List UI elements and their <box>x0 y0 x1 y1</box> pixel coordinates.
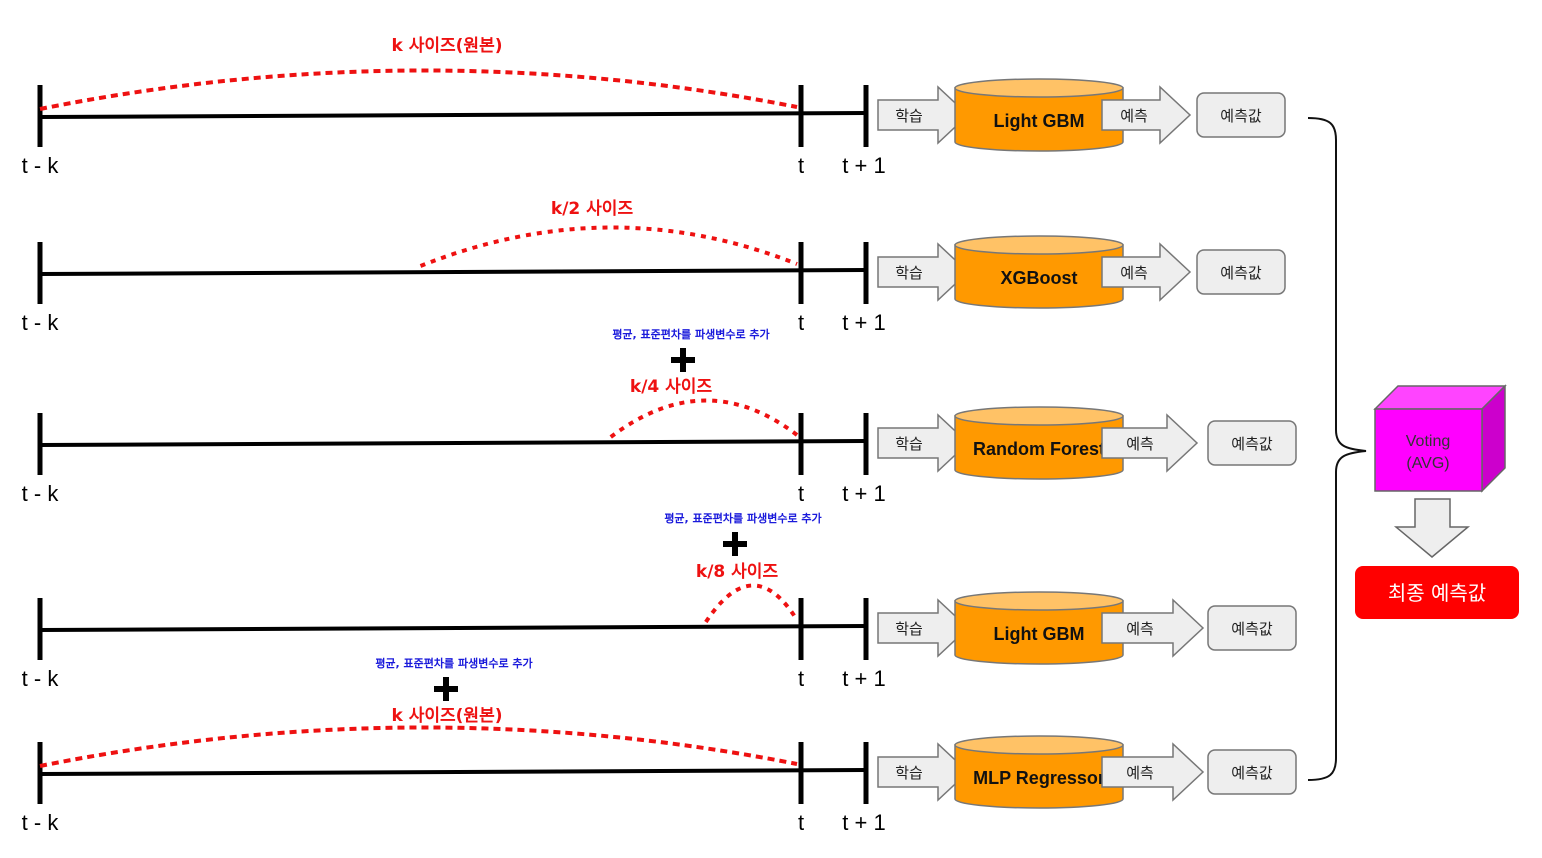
model-name: Light GBM <box>994 624 1085 644</box>
train-label: 학습 <box>895 107 923 125</box>
window-arc <box>704 583 799 624</box>
predict-arrow-icon <box>1101 598 1205 658</box>
axis-label-next: t + 1 <box>842 810 885 835</box>
window-size-label: k/4 사이즈 <box>630 377 713 397</box>
axis-label-start: t - k <box>22 666 60 691</box>
train-arrow-icon <box>877 598 970 658</box>
train-label: 학습 <box>895 264 923 282</box>
down-arrow-icon <box>1393 498 1471 558</box>
pipeline-row: t - k t t + 1 k 사이즈(원본) 평균, 표준편차를 파생변수로 추가학습… <box>22 656 1297 835</box>
axis-label-next: t + 1 <box>842 153 885 178</box>
model-name: Random Forest <box>973 439 1105 459</box>
predict-arrow-icon <box>1101 85 1192 145</box>
axis-label-start: t - k <box>22 153 60 178</box>
pipeline-row: t - k t t + 1 k 사이즈(원본) 학습 Light GBM 예측 예측값 <box>22 36 1286 178</box>
axis-label-next: t + 1 <box>842 481 885 506</box>
voting-label-line1: Voting <box>1406 433 1450 450</box>
window-arc <box>609 398 799 439</box>
prediction-result-label: 예측값 <box>1231 764 1273 782</box>
window-arc <box>39 68 798 111</box>
voting-label-line2: (AVG) <box>1406 455 1449 472</box>
timeline-axis <box>39 268 867 276</box>
train-label: 학습 <box>895 620 923 638</box>
axis-label-current: t <box>798 666 804 691</box>
axis-label-next: t + 1 <box>842 666 885 691</box>
model-cylinder-body <box>954 87 1124 152</box>
train-arrow-icon <box>877 85 970 145</box>
predict-arrow-icon <box>1101 742 1205 802</box>
derived-feature-note: 평균, 표준편차를 파생변수로 추가 <box>612 327 769 341</box>
prediction-result-box <box>1207 749 1297 795</box>
window-arc <box>39 725 798 768</box>
window-size-label: k/8 사이즈 <box>696 562 779 582</box>
axis-label-next: t + 1 <box>842 310 885 335</box>
train-arrow-icon <box>877 413 970 473</box>
predict-label: 예측 <box>1126 764 1154 782</box>
voting-cube: Voting (AVG) <box>1373 384 1507 493</box>
model-name: Light GBM <box>994 111 1085 131</box>
timeline-axis <box>39 768 867 776</box>
model-cylinder-body <box>954 244 1124 309</box>
prediction-result-box <box>1207 605 1297 651</box>
derived-feature-note: 평균, 표준편차를 파생변수로 추가 <box>375 656 532 670</box>
prediction-result-box <box>1196 92 1286 138</box>
predict-label: 예측 <box>1120 264 1148 282</box>
model-cylinder-top <box>954 406 1124 426</box>
window-size-label: k/2 사이즈 <box>551 199 634 219</box>
curly-brace <box>1307 117 1367 781</box>
voting-cube-front <box>1374 408 1483 492</box>
model-cylinder-body <box>954 600 1124 665</box>
timeline-axis <box>39 624 867 632</box>
prediction-result-label: 예측값 <box>1231 435 1273 453</box>
prediction-result-label: 예측값 <box>1220 107 1262 125</box>
timeline-axis <box>39 439 867 447</box>
derived-feature-note: 평균, 표준편차를 파생변수로 추가 <box>664 511 821 525</box>
predict-label: 예측 <box>1126 435 1154 453</box>
final-result-box: 최종 예측값 <box>1355 566 1519 619</box>
axis-label-start: t - k <box>22 310 60 335</box>
model-cylinder-top <box>954 78 1124 98</box>
prediction-result-label: 예측값 <box>1231 620 1273 638</box>
timeline-axis <box>39 111 867 119</box>
train-label: 학습 <box>895 764 923 782</box>
train-arrow-icon <box>877 242 970 302</box>
window-size-label: k 사이즈(원본) <box>392 36 503 56</box>
plus-icon <box>434 677 458 701</box>
axis-label-current: t <box>798 153 804 178</box>
window-size-label: k 사이즈(원본) <box>392 706 503 726</box>
model-name: MLP Regressor <box>973 768 1105 788</box>
axis-label-start: t - k <box>22 481 60 506</box>
model-cylinder-top <box>954 591 1124 611</box>
final-result-label: 최종 예측값 <box>1388 581 1486 605</box>
predict-label: 예측 <box>1126 620 1154 638</box>
prediction-result-label: 예측값 <box>1220 264 1262 282</box>
prediction-result-box <box>1207 420 1297 466</box>
axis-label-start: t - k <box>22 810 60 835</box>
axis-label-current: t <box>798 481 804 506</box>
axis-label-current: t <box>798 310 804 335</box>
model-cylinder-top <box>954 235 1124 255</box>
predict-arrow-icon <box>1101 242 1192 302</box>
model-cylinder-body <box>954 415 1124 480</box>
model-cylinder-top <box>954 735 1124 755</box>
predict-arrow-icon <box>1101 413 1199 473</box>
model-name: XGBoost <box>1000 268 1077 288</box>
train-arrow-icon <box>877 742 970 802</box>
window-arc <box>419 225 798 268</box>
model-cylinder-body <box>954 744 1124 809</box>
train-label: 학습 <box>895 435 923 453</box>
plus-icon <box>671 348 695 372</box>
prediction-result-box <box>1196 249 1286 295</box>
predict-label: 예측 <box>1120 107 1148 125</box>
axis-label-current: t <box>798 810 804 835</box>
plus-icon <box>723 532 747 556</box>
